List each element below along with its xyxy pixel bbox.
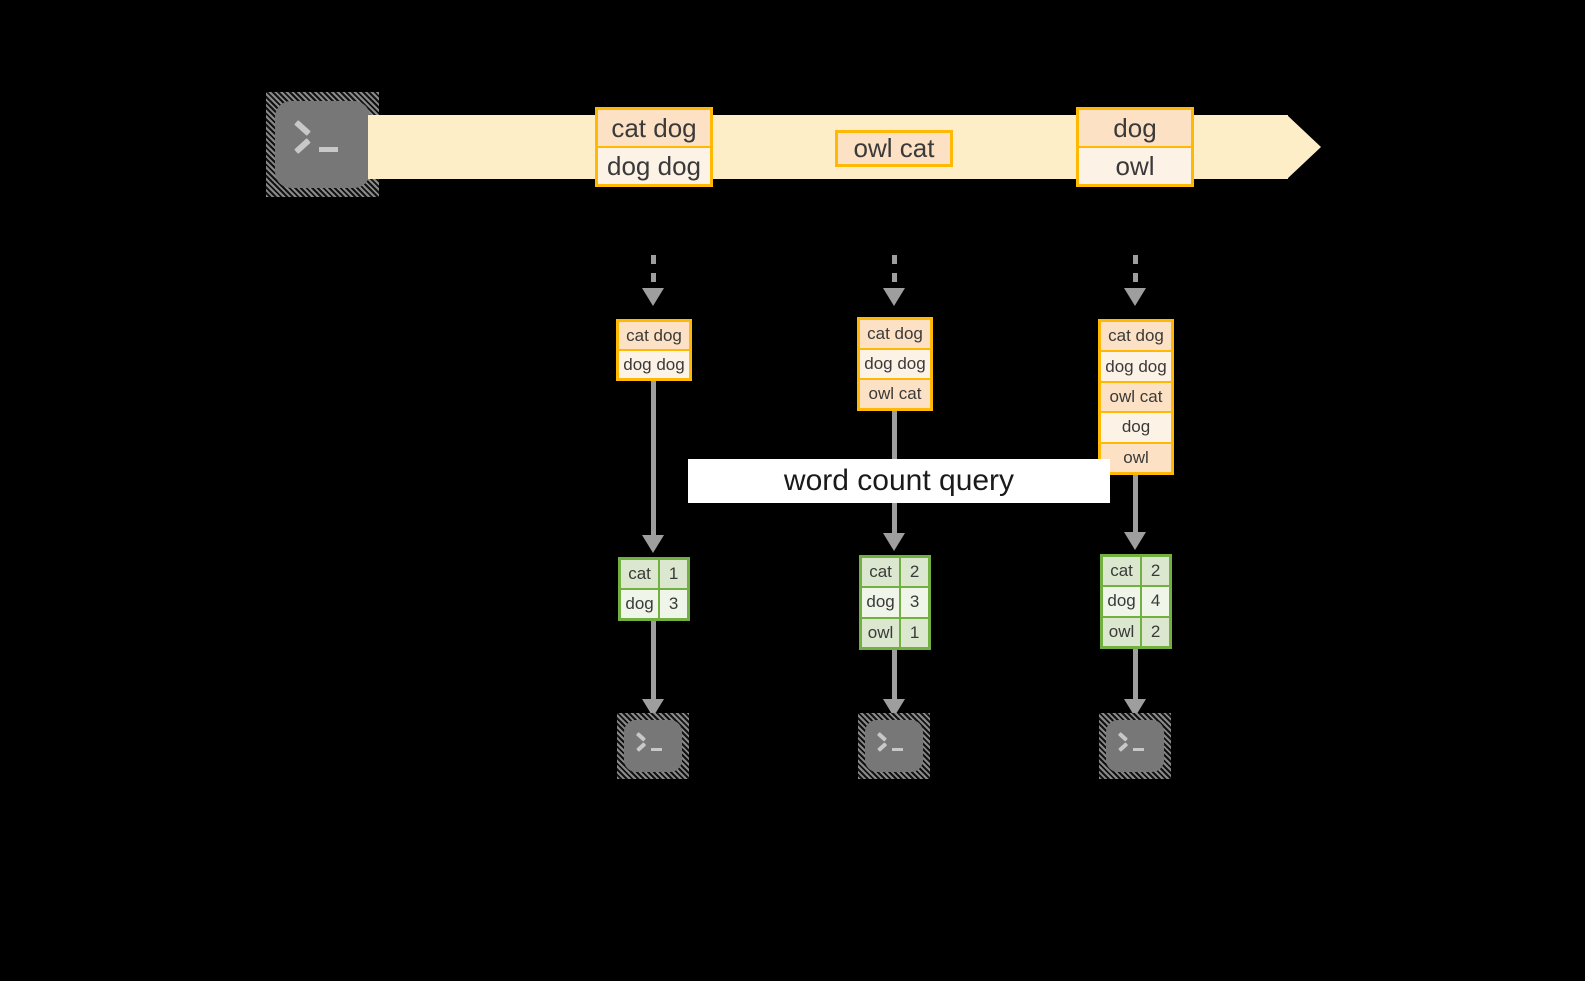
prompt-chevron-upper <box>1117 731 1128 742</box>
result-word: dog <box>621 590 661 618</box>
stream-event-group-3: dog owl <box>1076 107 1194 187</box>
result-word: cat <box>621 560 661 588</box>
snapshot-row: owl cat <box>1101 380 1171 412</box>
source-terminal-icon <box>266 92 379 197</box>
sink-line-2 <box>892 650 897 701</box>
stream-arrow-head <box>1287 115 1321 179</box>
sink-line-3 <box>1133 649 1138 701</box>
prompt-chevron-upper <box>876 731 887 742</box>
query-arrowhead-2 <box>883 533 905 551</box>
result-word: dog <box>862 588 902 617</box>
prompt-underscore <box>891 747 904 751</box>
stream-event-group-2: owl cat <box>835 130 953 167</box>
terminal-screen <box>1106 720 1164 772</box>
result-word: cat <box>862 558 902 587</box>
result-row: cat 1 <box>621 560 687 588</box>
query-banner-label: word count query <box>783 464 1015 497</box>
stream-event-group-1: cat dog dog dog <box>595 107 713 187</box>
terminal-screen <box>275 101 370 188</box>
snapshot-trigger-arrowhead-3 <box>1124 288 1146 306</box>
sink-arrowhead-3 <box>1124 699 1146 717</box>
snapshot-trigger-line-1 <box>651 255 656 291</box>
result-row: cat 2 <box>862 558 928 587</box>
snapshot-table-1: cat dog dog dog <box>616 319 692 381</box>
snapshot-row: owl cat <box>860 378 930 408</box>
sink-terminal-icon-3 <box>1099 713 1171 779</box>
prompt-underscore <box>1132 747 1145 751</box>
query-arrowhead-1 <box>642 535 664 553</box>
sink-arrowhead-1 <box>642 699 664 717</box>
result-row: dog 3 <box>862 586 928 617</box>
sink-terminal-icon-1 <box>617 713 689 779</box>
result-count: 2 <box>901 558 928 587</box>
prompt-chevron-lower <box>635 741 646 752</box>
prompt-chevron-upper <box>294 120 311 137</box>
stream-event-cell: owl cat <box>838 133 950 164</box>
snapshot-table-2: cat dog dog dog owl cat <box>857 317 933 411</box>
stream-event-cell: owl <box>1079 146 1191 184</box>
result-row: owl 1 <box>862 616 928 647</box>
result-count: 3 <box>660 590 687 618</box>
result-table-3: cat 2 dog 4 owl 2 <box>1100 554 1172 649</box>
result-count: 1 <box>901 618 928 647</box>
sink-line-1 <box>651 621 656 701</box>
result-word: dog <box>1103 587 1143 616</box>
terminal-screen <box>624 720 682 772</box>
query-arrowhead-3 <box>1124 532 1146 550</box>
snapshot-row: dog dog <box>860 348 930 378</box>
result-table-2: cat 2 dog 3 owl 1 <box>859 555 931 650</box>
snapshot-row: cat dog <box>1101 322 1171 351</box>
result-table-1: cat 1 dog 3 <box>618 557 690 621</box>
result-count: 2 <box>1142 557 1169 586</box>
query-line-3 <box>1133 475 1138 533</box>
prompt-chevron-upper <box>635 731 646 742</box>
snapshot-table-3: cat dog dog dog owl cat dog owl <box>1098 319 1174 475</box>
snapshot-trigger-line-2 <box>892 255 897 291</box>
prompt-underscore <box>650 747 663 751</box>
prompt-chevron-lower <box>1117 741 1128 752</box>
result-count: 3 <box>901 588 928 617</box>
stream-event-cell: dog <box>1079 110 1191 146</box>
snapshot-row: dog dog <box>619 349 689 378</box>
prompt-underscore <box>318 147 338 153</box>
result-row: cat 2 <box>1103 557 1169 586</box>
result-row: dog 4 <box>1103 585 1169 616</box>
snapshot-trigger-line-3 <box>1133 255 1138 291</box>
snapshot-trigger-arrowhead-2 <box>883 288 905 306</box>
prompt-chevron-lower <box>294 137 311 154</box>
result-word: owl <box>862 618 902 647</box>
result-word: owl <box>1103 617 1143 646</box>
snapshot-row: dog <box>1101 411 1171 442</box>
sink-terminal-icon-2 <box>858 713 930 779</box>
result-count: 2 <box>1142 617 1169 646</box>
result-count: 1 <box>660 560 687 588</box>
terminal-screen <box>865 720 923 772</box>
snapshot-row: owl <box>1101 441 1171 473</box>
query-line-1 <box>651 381 656 536</box>
result-word: cat <box>1103 557 1143 586</box>
stream-event-cell: cat dog <box>598 110 710 146</box>
sink-arrowhead-2 <box>883 699 905 717</box>
snapshot-row: dog dog <box>1101 350 1171 381</box>
stream-event-cell: dog dog <box>598 146 710 184</box>
result-row: owl 2 <box>1103 615 1169 646</box>
result-row: dog 3 <box>621 588 687 618</box>
query-banner: word count query <box>688 459 1110 503</box>
snapshot-trigger-arrowhead-1 <box>642 288 664 306</box>
snapshot-row: cat dog <box>860 320 930 348</box>
prompt-chevron-lower <box>876 741 887 752</box>
snapshot-row: cat dog <box>619 322 689 349</box>
result-count: 4 <box>1142 587 1169 616</box>
